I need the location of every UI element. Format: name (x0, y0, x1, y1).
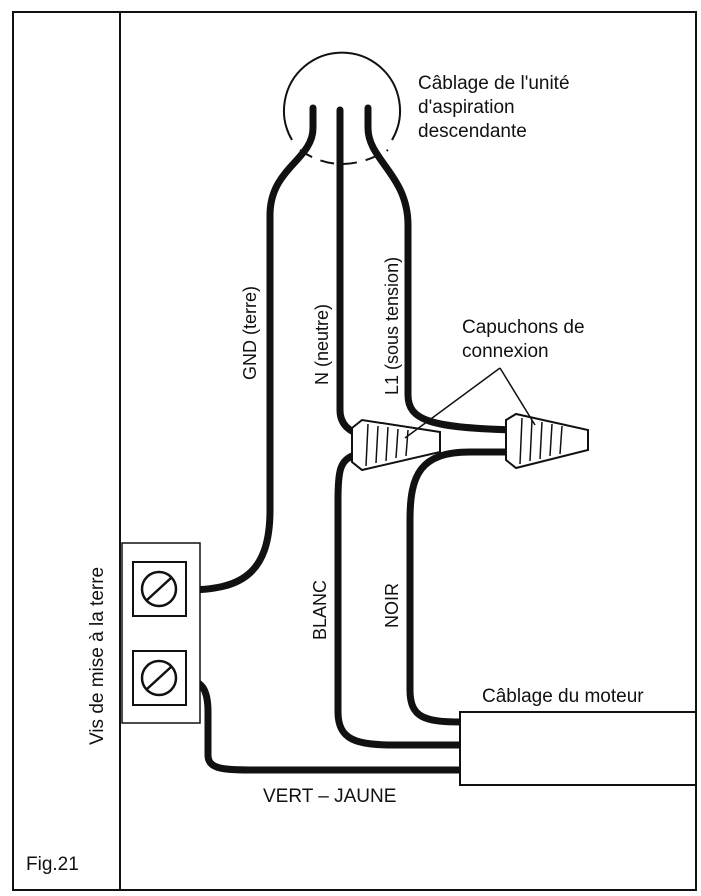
live-wire (364, 104, 519, 434)
neutral-wire (336, 106, 366, 439)
gnd-wire (182, 104, 317, 594)
green-yellow-label: VERT – JAUNE (263, 786, 396, 807)
motor-wiring-label: Câblage du moteur (482, 686, 644, 707)
outer-frame (12, 11, 697, 891)
figure-id-label: Fig.21 (26, 854, 79, 875)
live-label: L1 (sous tension) (382, 257, 402, 395)
gnd-label: GND (terre) (240, 286, 260, 380)
motor-wiring-block (459, 711, 697, 786)
neutral-label: N (neutre) (312, 304, 332, 385)
cap-leader-left (404, 367, 501, 439)
downdraft-unit-circle (283, 51, 401, 141)
ground-screws-label: Vis de mise à la terre (87, 567, 108, 745)
wire-cap-left-icon (351, 418, 441, 472)
green-yellow-wire (182, 676, 466, 774)
white-wire (334, 451, 466, 749)
black-label: NOIR (382, 583, 402, 628)
wire-caps-label-line2: connexion (462, 341, 549, 362)
black-wire (406, 448, 514, 726)
ground-screw-1-slot (146, 577, 172, 601)
ground-screw-2-slot (146, 666, 172, 690)
cap-leader-right (499, 367, 536, 426)
white-label: BLANC (310, 580, 330, 640)
downdraft-wiring-label-line3: descendante (418, 121, 527, 142)
wire-cap-right-icon (505, 412, 589, 470)
svg-text:Câblage de l'unité d'aspir: Câblage de l'unité d'aspiration descenda… (418, 73, 575, 142)
downdraft-wiring-label-line2: d'aspiration (418, 97, 515, 118)
downdraft-wiring-label-line1: Câblage de l'unité (418, 73, 570, 94)
svg-text:Capuchons de connexion: Capuchons de connexion (462, 317, 590, 362)
wire-caps-label-line1: Capuchons de (462, 317, 585, 338)
